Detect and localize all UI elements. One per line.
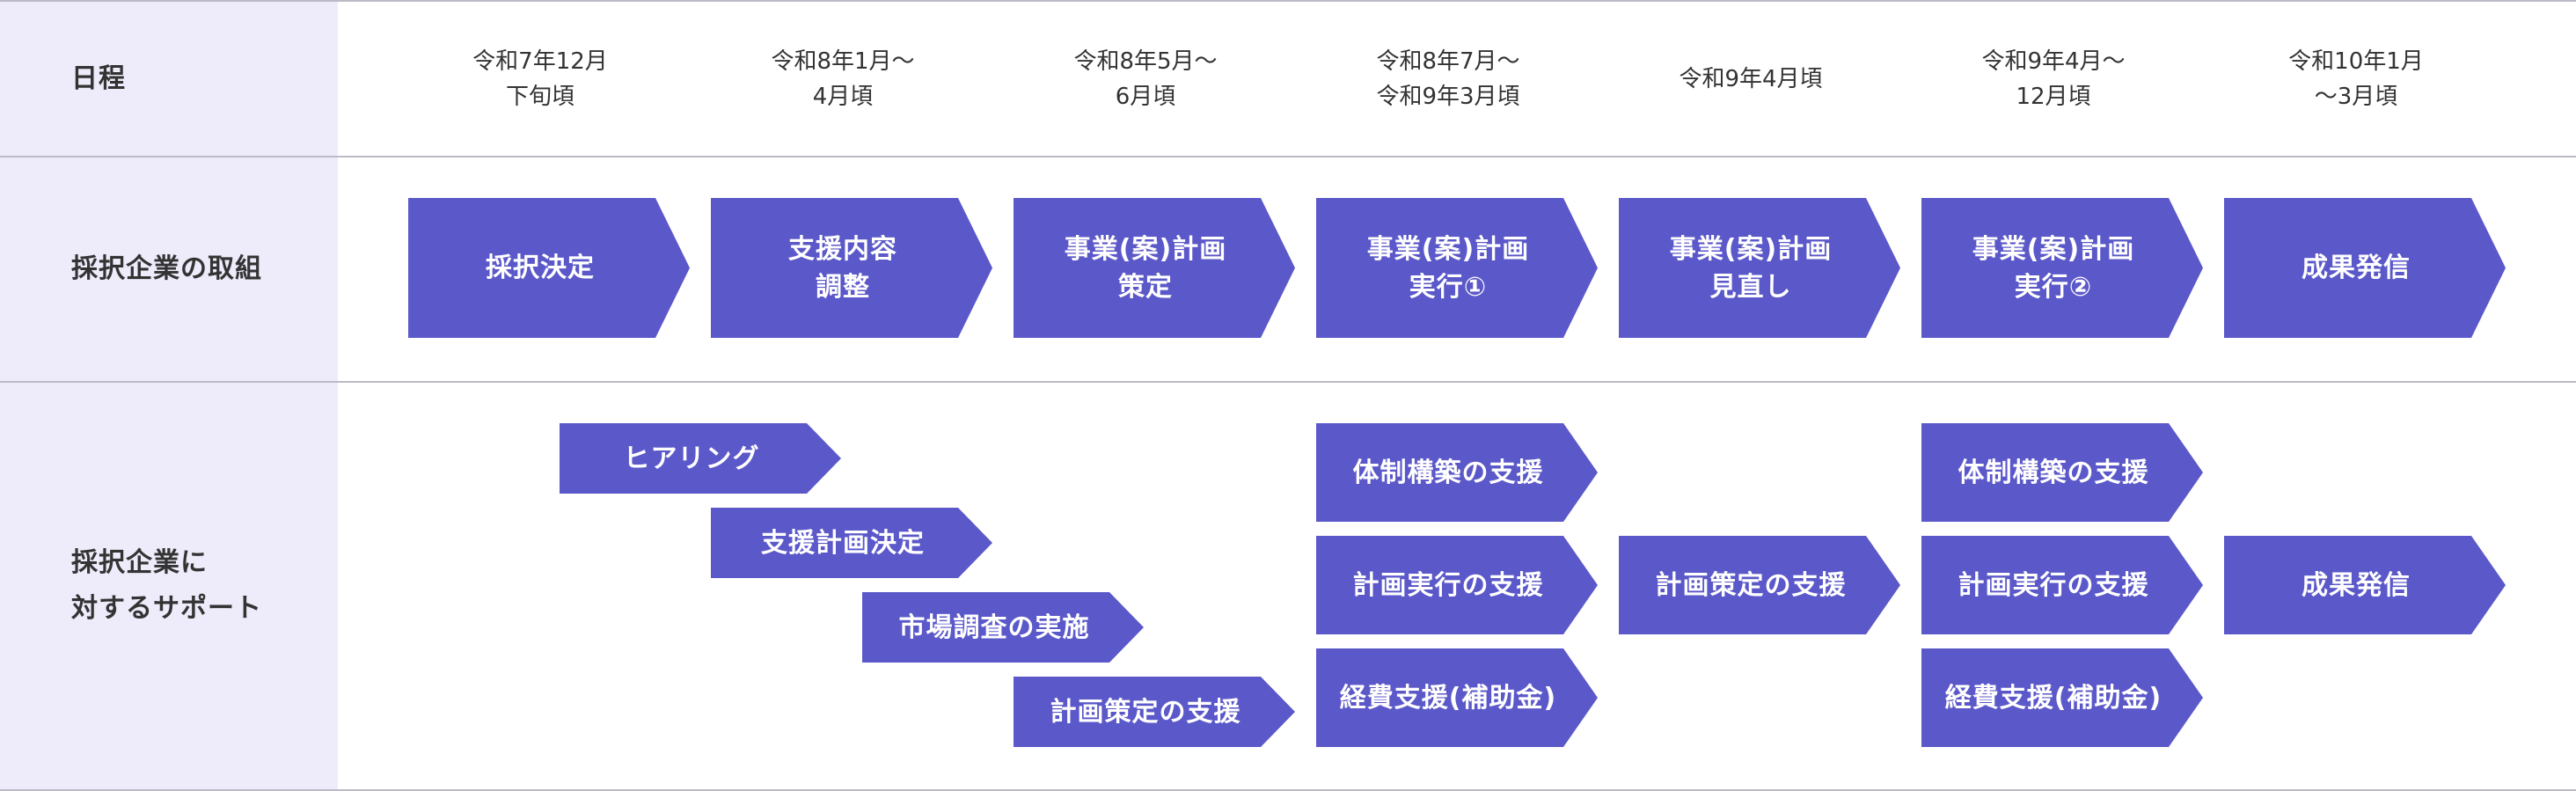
date-cell: 令和8年5月～ 6月頃 [1073,48,1218,110]
row-divider [0,156,2576,157]
date-cell: 令和8年7月～ 令和9年3月頃 [1376,48,1520,110]
bottom-border [0,789,2576,791]
date-cell: 令和9年4月頃 [1679,65,1823,92]
date-cell: 令和10年1月 ～3月頃 [2288,48,2424,110]
support-arrow: 市場調査の実施 [862,592,1144,663]
date-cell: 令和7年12月 下旬頃 [472,48,608,110]
step-chevron: 事業(案)計画 見直し [1619,198,1900,338]
support-arrow: 計画策定の支援 [1619,536,1900,634]
support-arrow: 計画策定の支援 [1014,677,1295,747]
step-chevron: 支援内容 調整 [711,198,992,338]
top-border [0,0,2576,2]
support-arrow: 計画実行の支援 [1316,536,1598,634]
support-arrow: 成果発信 [2224,536,2506,634]
support-arrow: 体制構築の支援 [1316,423,1598,522]
support-arrow: 経費支援(補助金) [1921,648,2203,747]
step-chevron: 採択決定 [408,198,690,338]
support-arrow: 計画実行の支援 [1921,536,2203,634]
row-divider [0,381,2576,383]
support-arrow: ヒアリング [560,423,841,494]
support-arrow: 支援計画決定 [711,508,992,578]
support-arrow: 経費支援(補助金) [1316,648,1598,747]
row-label-company-actions: 採択企業の取組 [71,253,262,284]
step-chevron: 事業(案)計画 策定 [1014,198,1295,338]
step-chevron: 成果発信 [2224,198,2506,338]
step-chevron: 事業(案)計画 実行② [1921,198,2203,338]
label-column [0,0,338,791]
date-cell: 令和9年4月～ 12月頃 [1981,48,2126,110]
date-cell: 令和8年1月～ 4月頃 [771,48,915,110]
support-arrow: 体制構築の支援 [1921,423,2203,522]
row-label-support: 採択企業に 対するサポート [71,547,262,624]
step-chevron: 事業(案)計画 実行① [1316,198,1598,338]
row-label-schedule: 日程 [71,62,126,94]
